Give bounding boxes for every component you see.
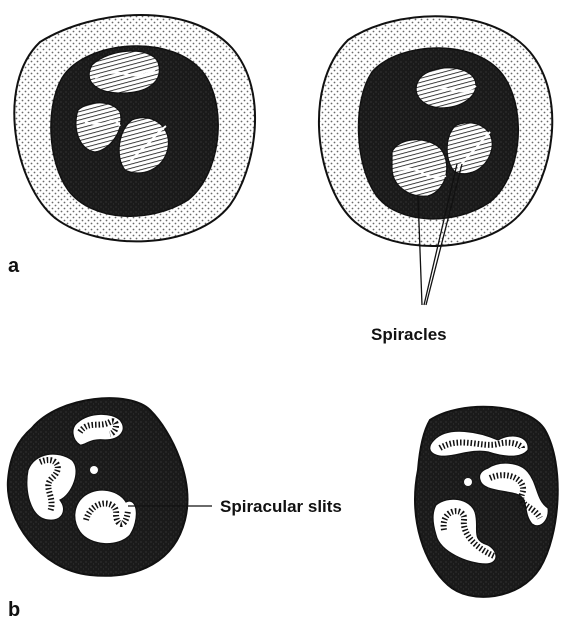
spiracular-slits-label: Spiracular slits: [220, 497, 342, 516]
spiracle-icon: [392, 140, 447, 196]
spiracular-plate-b-left: [8, 398, 188, 576]
panel-letter-a: a: [8, 255, 20, 277]
ecdysial-scar-icon: [464, 478, 472, 486]
spiracles-label: Spiracles: [371, 325, 447, 344]
panel-letter-b: b: [8, 599, 20, 621]
spiracular-plate-a-left: [14, 15, 255, 241]
spiracular-plate-b-right: [415, 407, 558, 597]
spiracular-plate-a-right: [319, 16, 552, 246]
ecdysial-scar-icon: [90, 466, 98, 474]
